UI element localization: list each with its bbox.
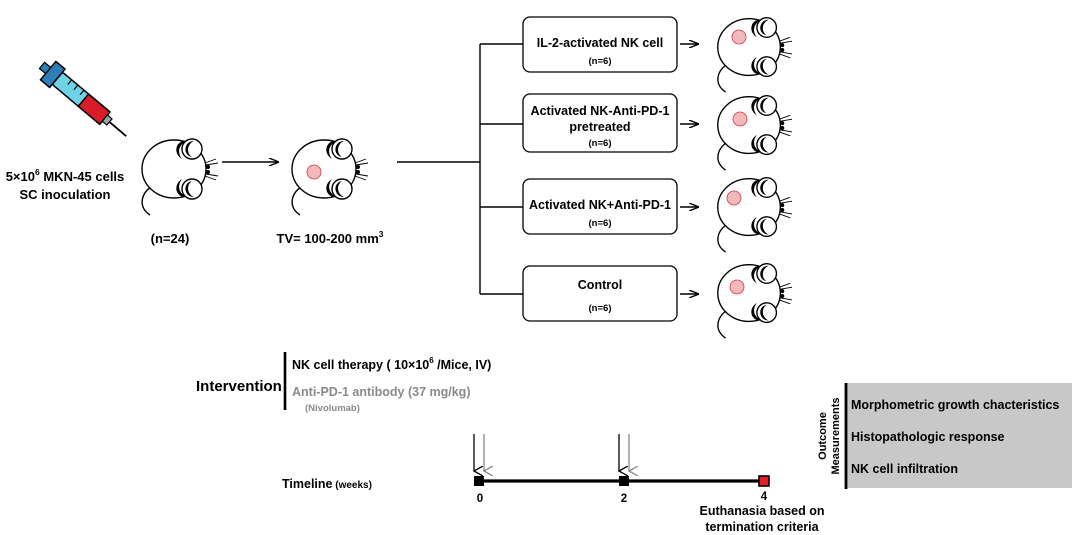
group-branch-connector xyxy=(479,43,523,295)
timeline-label: Timeline (weeks) xyxy=(282,477,372,491)
timeline-marker-week-4 xyxy=(758,475,770,487)
timeline-tick-2: 2 xyxy=(621,493,627,505)
group-box-il2-nk: IL-2-activated NK cell (n=6) xyxy=(522,16,678,73)
antibody-label: Anti-PD-1 antibody (37 mg/kg) xyxy=(292,385,470,399)
svg-text:pretreated: pretreated xyxy=(569,120,630,134)
group-box-control: Control (n=6) xyxy=(522,265,678,322)
svg-text:5×106 MKN-45 cells: 5×106 MKN-45 cells xyxy=(6,167,125,184)
inoculation-label: 5×106 MKN-45 cells SC inoculation xyxy=(6,167,125,202)
svg-text:SC inoculation: SC inoculation xyxy=(20,187,111,202)
mouse-icon-inoculated xyxy=(141,138,219,216)
euthanasia-label-line1: Euthanasia based on xyxy=(699,504,824,518)
tumor-icon xyxy=(731,29,747,45)
mouse-icon-group-2 xyxy=(717,95,793,171)
outcome-vertical-label: Outcome Measurements xyxy=(817,397,842,474)
mouse-icon-tumor-bearing xyxy=(291,138,369,216)
svg-text:Activated NK-Anti-PD-1: Activated NK-Anti-PD-1 xyxy=(531,104,670,118)
svg-text:Control: Control xyxy=(578,278,622,292)
group-box-nk-plus-pd1: Activated NK+Anti-PD-1 (n=6) xyxy=(522,178,678,235)
svg-text:(n=6): (n=6) xyxy=(589,56,612,67)
outcome-item-morphometric: Morphometric growth chacteristics xyxy=(851,398,1059,412)
mouse-icon-group-1 xyxy=(717,17,793,93)
timeline-marker-week-0 xyxy=(474,476,484,486)
svg-text:Measurements: Measurements xyxy=(830,397,842,474)
svg-text:(n=6): (n=6) xyxy=(589,303,612,314)
nk-therapy-label: NK cell therapy ( 10×106 /Mice, IV) xyxy=(292,356,491,372)
timeline-tick-4: 4 xyxy=(761,491,768,503)
svg-text:(n=6): (n=6) xyxy=(589,138,612,149)
timeline-tick-0: 0 xyxy=(477,493,483,505)
tumor-icon xyxy=(726,190,742,206)
outcome-item-nk-infiltration: NK cell infiltration xyxy=(851,462,958,476)
antibody-sub-label: (Nivolumab) xyxy=(305,403,360,414)
tumor-icon xyxy=(729,279,745,295)
timeline-marker-week-2 xyxy=(619,476,629,486)
tumor-volume-label: TV= 100-200 mm3 xyxy=(277,229,384,246)
intervention-title: Intervention xyxy=(196,378,282,395)
mouse-icon-group-3 xyxy=(717,177,793,253)
svg-text:(n=6): (n=6) xyxy=(589,218,612,229)
group-box-nk-pd1-pretreated: Activated NK-Anti-PD-1 pretreated (n=6) xyxy=(522,93,678,153)
svg-text:IL-2-activated NK cell: IL-2-activated NK cell xyxy=(537,36,663,50)
outcome-panel xyxy=(846,383,1072,488)
syringe-icon xyxy=(38,60,127,137)
tumor-icon xyxy=(732,111,748,127)
svg-text:Activated NK+Anti-PD-1: Activated NK+Anti-PD-1 xyxy=(529,198,671,212)
euthanasia-label-line2: termination criteria xyxy=(705,520,819,534)
outcome-item-histopathologic: Histopathologic response xyxy=(851,430,1005,444)
svg-text:Outcome: Outcome xyxy=(817,412,829,460)
mouse-icon-group-4 xyxy=(717,263,793,339)
inoculation-n-label: (n=24) xyxy=(151,231,190,246)
tumor-icon xyxy=(306,164,322,180)
